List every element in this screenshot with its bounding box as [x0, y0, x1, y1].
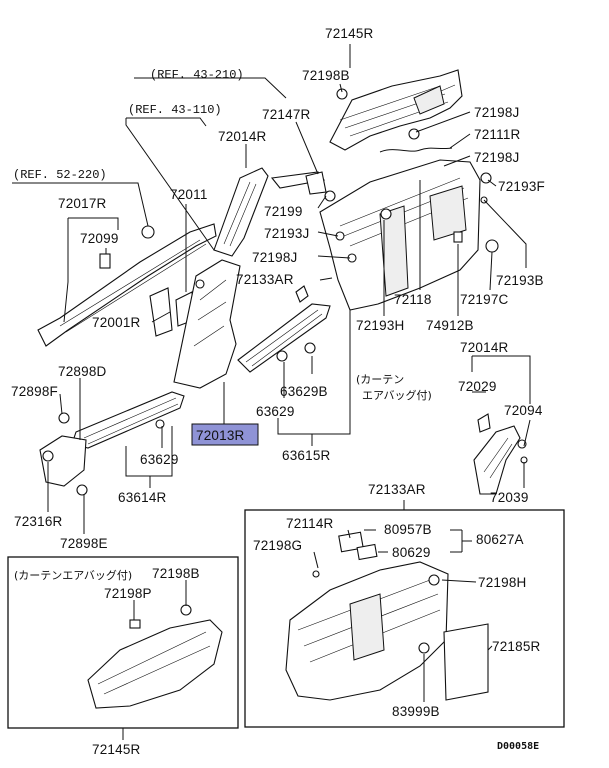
label-72193J[interactable]: 72193J	[264, 226, 310, 241]
label-63615R[interactable]: 63615R	[282, 448, 331, 463]
label-74912B[interactable]: 74912B	[426, 318, 474, 333]
label-80627A[interactable]: 80627A	[476, 532, 524, 547]
label-72198B-top[interactable]: 72198B	[302, 68, 350, 83]
label-72193B[interactable]: 72193B	[496, 273, 544, 288]
label-63629B[interactable]: 63629B	[280, 384, 328, 399]
part-72001R-trim[interactable]	[149, 287, 173, 337]
label-72133AR-top[interactable]: 72133AR	[236, 272, 294, 287]
label-72199[interactable]: 72199	[264, 204, 303, 219]
label-72198G[interactable]: 72198G	[253, 538, 302, 553]
label-72039[interactable]: 72039	[490, 490, 529, 505]
label-63629-a[interactable]: 63629	[256, 404, 295, 419]
part-80629-cover[interactable]	[356, 543, 378, 561]
label-83999B[interactable]: 83999B	[392, 704, 440, 719]
part-72145R-lower-trim[interactable]	[87, 619, 223, 709]
label-72898F[interactable]: 72898F	[11, 384, 58, 399]
label-72898D[interactable]: 72898D	[58, 364, 107, 379]
part-72017R-roof-rail[interactable]	[37, 223, 217, 347]
label-72198H[interactable]: 72198H	[478, 575, 527, 590]
label-63629-b[interactable]: 63629	[140, 452, 179, 467]
part-72133AR-rear-trim[interactable]	[285, 561, 449, 701]
part-72014R-pillar-top[interactable]	[213, 167, 269, 257]
part-72111R-wire[interactable]	[379, 147, 453, 153]
label-72094[interactable]: 72094	[504, 403, 543, 418]
label-72185R[interactable]: 72185R	[492, 639, 541, 654]
label-72014R-right[interactable]: 72014R	[460, 340, 509, 355]
label-72198J-c[interactable]: 72198J	[252, 250, 298, 265]
label-72193H[interactable]: 72193H	[356, 318, 405, 333]
leader-lines	[12, 44, 531, 702]
ref-52-220[interactable]: (REF. 52-220)	[13, 168, 107, 182]
part-72014R-pillar-right[interactable]	[473, 425, 521, 495]
label-80629[interactable]: 80629	[392, 545, 431, 560]
part-63614R-scuff[interactable]	[71, 391, 185, 449]
ref-43-210[interactable]: (REF. 43-210)	[150, 68, 244, 82]
label-72898E[interactable]: 72898E	[60, 536, 108, 551]
label-72193F[interactable]: 72193F	[498, 179, 545, 194]
label-72099[interactable]: 72099	[80, 231, 119, 246]
part-72099-clip[interactable]	[99, 253, 111, 269]
label-curtain-airbag-1b[interactable]: エアバッグ付)	[362, 388, 432, 402]
label-72133AR-mid[interactable]: 72133AR	[368, 482, 426, 497]
highlight-72013R	[191, 423, 259, 446]
label-72011[interactable]: 72011	[170, 187, 208, 202]
part-80957B-speaker-grille[interactable]	[338, 531, 364, 553]
label-72198J-b[interactable]: 72198J	[474, 150, 520, 165]
part-63615R-scuff[interactable]	[237, 303, 331, 373]
label-72147R[interactable]: 72147R	[262, 107, 311, 122]
label-72001R[interactable]: 72001R	[92, 315, 141, 330]
label-72198J-a[interactable]: 72198J	[474, 105, 520, 120]
label-72111R[interactable]: 72111R	[474, 127, 521, 142]
diagram-code: D00058E	[497, 741, 539, 752]
part-72185R-pad[interactable]	[443, 623, 489, 701]
label-72029[interactable]: 72029	[458, 379, 497, 394]
label-curtain-airbag-1a[interactable]: (カーテン	[356, 373, 404, 386]
ref-43-110[interactable]: (REF. 43-110)	[128, 103, 222, 117]
label-72017R[interactable]: 72017R	[58, 196, 107, 211]
label-72114R[interactable]: 72114R	[286, 516, 334, 531]
part-72316R-lower-trim[interactable]	[39, 435, 87, 487]
label-72197C[interactable]: 72197C	[460, 292, 509, 307]
label-72013R[interactable]: 72013R	[196, 428, 245, 443]
part-72118-rear-quarter-trim[interactable]	[319, 159, 481, 311]
label-72198B-box[interactable]: 72198B	[152, 566, 200, 581]
label-80957B[interactable]: 80957B	[384, 522, 432, 537]
part-72133AR-small-trim[interactable]	[295, 285, 309, 303]
label-curtain-airbag-2[interactable]: (カーテンエアバッグ付)	[14, 568, 132, 582]
part-72013R-center-pillar[interactable]	[173, 259, 241, 389]
part-72145R-upper-trim[interactable]	[329, 69, 463, 151]
label-72198P[interactable]: 72198P	[104, 586, 152, 601]
label-72118[interactable]: 72118	[394, 292, 432, 307]
part-72199-bracket[interactable]	[305, 171, 327, 195]
label-72014R-top[interactable]: 72014R	[218, 129, 267, 144]
part-72029-clip[interactable]	[477, 413, 491, 433]
label-72145R-bottom[interactable]: 72145R	[92, 742, 141, 757]
label-72316R[interactable]: 72316R	[14, 514, 63, 529]
label-63614R[interactable]: 63614R	[118, 490, 167, 505]
label-72145R-top[interactable]: 72145R	[325, 26, 374, 41]
